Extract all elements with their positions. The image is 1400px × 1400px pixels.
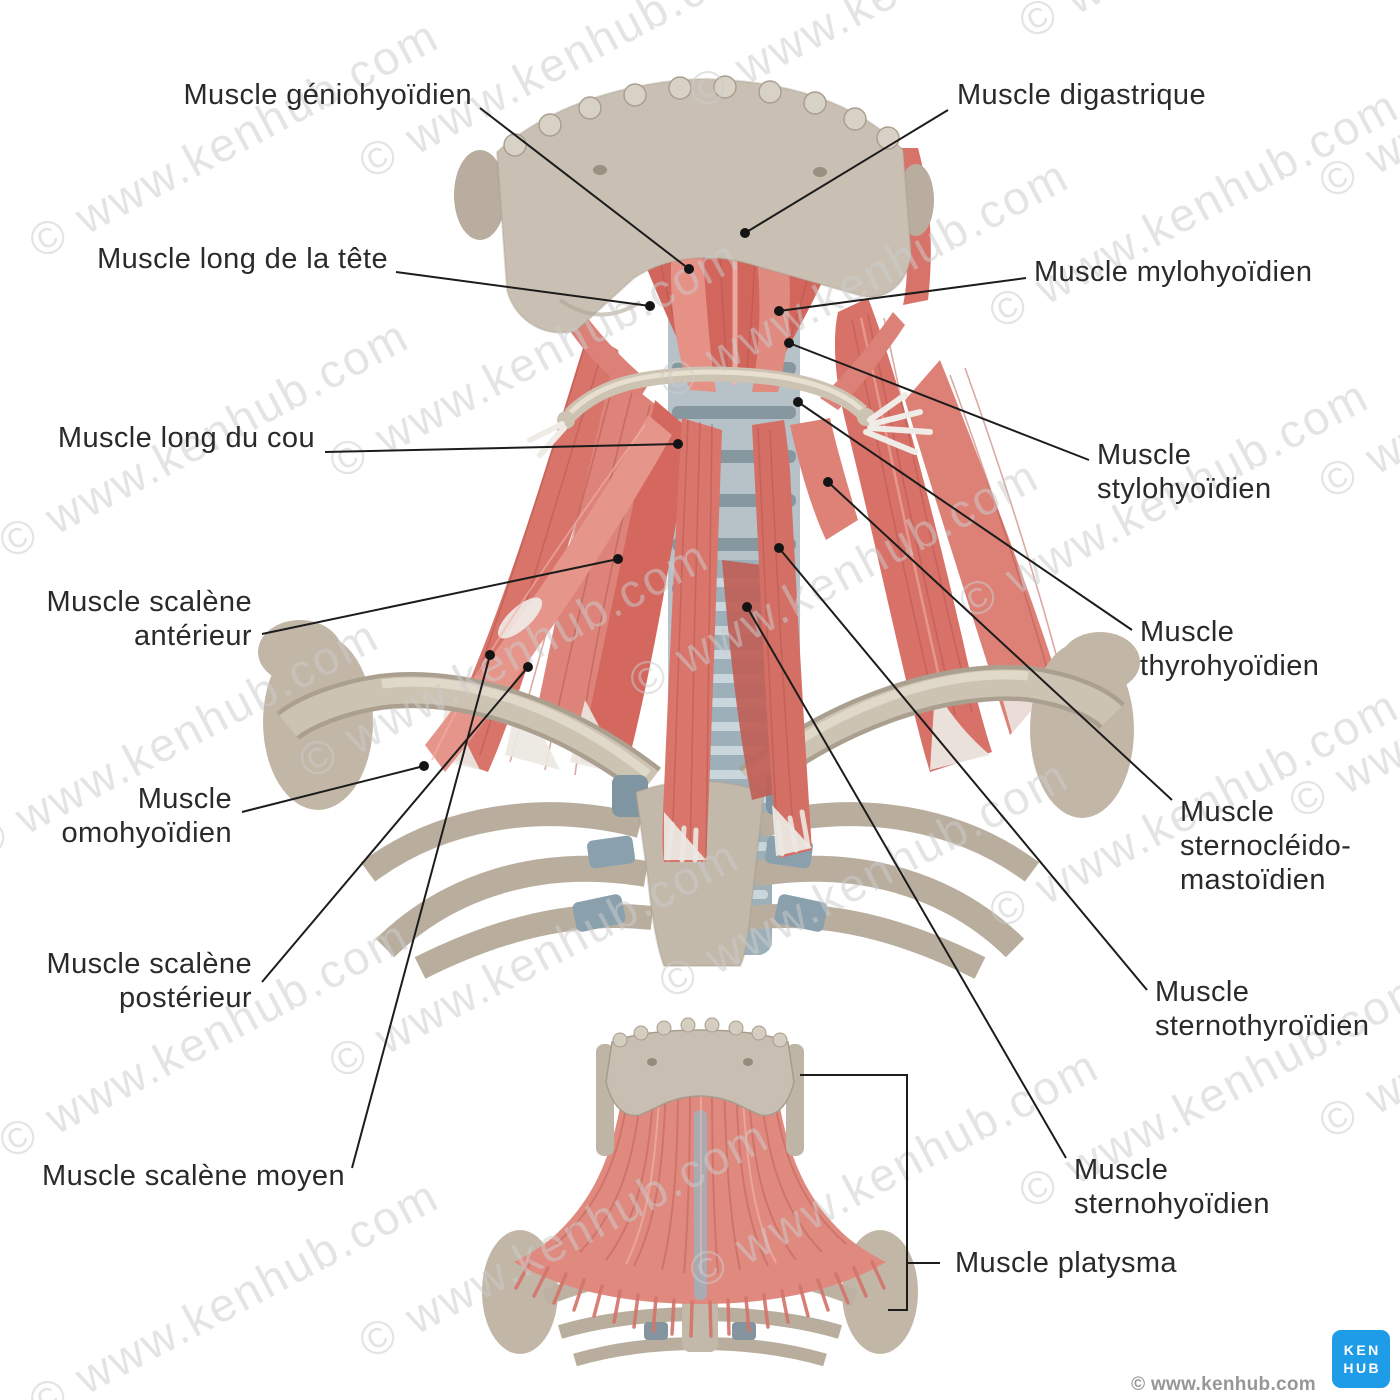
platysma-fiber-fringe: [514, 1260, 886, 1338]
platysma-inset-illustration: [482, 1017, 918, 1367]
mental-foramen-right: [813, 167, 827, 177]
leader-thyrohyoidien: [797, 401, 1133, 631]
label-sternohyoidien: Muscle sternohyoïdien: [1074, 1154, 1270, 1220]
label-sternocleido-mastoidien: Muscle sternocléido- mastoïdien: [1180, 796, 1352, 896]
label-thyrohyoidien: Muscle thyrohyoïdien: [1140, 616, 1320, 682]
kenhub-logo[interactable]: KEN HUB: [1332, 1330, 1390, 1388]
leader-stylohyoidien: [788, 342, 1090, 461]
leader-long-du-cou: [324, 443, 679, 453]
label-sternothyroidien: Muscle sternothyroïdien: [1155, 976, 1370, 1042]
platysma-bracket: [800, 1074, 940, 1311]
digastric-anterior-belly: [670, 246, 716, 392]
label-mylohyoidien: Muscle mylohyoïdien: [1034, 256, 1313, 288]
label-omohyoidien: Muscle omohyoïdien: [61, 783, 232, 849]
label-platysma: Muscle platysma: [955, 1247, 1177, 1279]
leader-omohyoidien: [241, 765, 425, 813]
label-geniohyoidien: Muscle géniohyoïdien: [183, 79, 472, 111]
label-scalene-moyen: Muscle scalène moyen: [42, 1160, 345, 1192]
label-scalene-anterieur: Muscle scalène antérieur: [46, 586, 252, 652]
leader-scalene-posterieur: [261, 666, 529, 983]
suprahyoid-muscles: [560, 244, 905, 410]
shoulder-girdle-bones: [258, 620, 1140, 979]
costal-cartilages: [572, 835, 828, 932]
leader-scalene-anterieur: [261, 558, 619, 635]
inset-mandible: [596, 1017, 804, 1156]
leader-lines: [241, 107, 1173, 1311]
clavicles: [276, 664, 1125, 797]
infrahyoid-strap-muscles: [662, 418, 858, 863]
leader-mylohyoidien: [778, 277, 1027, 312]
hyoid-bone: [527, 366, 933, 458]
leader-dots: [419, 228, 833, 771]
label-digastrique: Muscle digastrique: [957, 79, 1206, 111]
mandible-bone: [454, 75, 934, 334]
mental-foramen-left: [593, 165, 607, 175]
leader-geniohyoidien: [479, 107, 690, 270]
label-stylohyoidien: Muscle stylohyoïdien: [1097, 439, 1272, 505]
kenhub-logo-line2: HUB: [1343, 1360, 1382, 1376]
leader-digastrique: [744, 109, 949, 234]
copyright-text: © www.kenhub.com: [1131, 1374, 1316, 1395]
leader-sternocleido-mastoidien: [827, 481, 1173, 801]
leader-sternohyoidien: [746, 606, 1067, 1159]
label-long-de-la-tete: Muscle long de la tête: [97, 243, 388, 275]
leader-sternothyroidien: [778, 547, 1148, 991]
label-scalene-posterieur: Muscle scalène postérieur: [46, 948, 252, 1014]
label-long-du-cou: Muscle long du cou: [57, 422, 315, 454]
leader-long-de-la-tete: [395, 271, 651, 307]
leader-scalene-moyen: [351, 654, 491, 1169]
teeth-row: [503, 75, 900, 157]
kenhub-logo-line1: KEN: [1343, 1342, 1381, 1358]
tendon-fibers: [527, 392, 933, 458]
main-neck-illustration: [258, 75, 1140, 979]
